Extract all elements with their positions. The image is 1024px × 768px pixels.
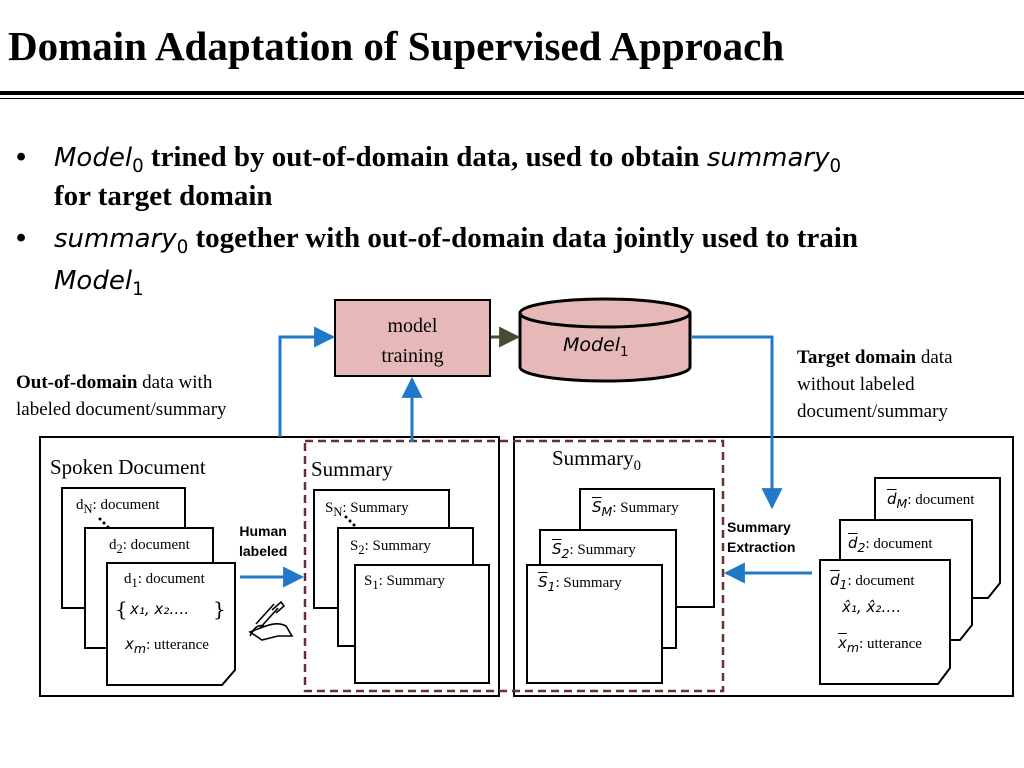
out-of-domain-label: Out-of-domain data with labeled document… [16, 372, 227, 420]
shat-m-label: SM: Summary [592, 498, 679, 519]
model-training-label: model training [381, 315, 444, 367]
dhat-1-label: d1: document [830, 571, 915, 592]
utterance-list-right: x̂₁, x̂₂…. [842, 598, 902, 616]
bullet-dot: • [16, 141, 27, 173]
doc-2-label: d2: document [109, 537, 190, 556]
human-labeled-label: Human labeled [239, 523, 288, 559]
bracket-close: } [213, 597, 226, 621]
target-domain-panel [513, 436, 1014, 697]
model0-math: Model0 [54, 143, 144, 178]
target-domain-label: Target domain data without labeled docum… [797, 347, 953, 422]
doc-n-label: dN: document [76, 497, 160, 516]
title-rule-thin [0, 98, 1024, 99]
summary-stack-left [313, 489, 490, 684]
summary0-stack [526, 488, 715, 684]
page-title: Domain Adaptation of Supervised Approach [8, 23, 785, 69]
bullet-dot: • [16, 222, 27, 254]
spoken-document-heading: Spoken Document [50, 455, 206, 479]
shat-1-label: S1: Summary [538, 573, 622, 594]
summary0-math: summary0 [706, 143, 842, 178]
model-training-box [334, 299, 491, 377]
sum-1-label: S1: Summary [364, 573, 445, 592]
document-stack-right [819, 477, 1001, 685]
hand-writing-icon [248, 600, 294, 641]
sum-2-label: S2: Summary [350, 538, 431, 557]
document-stack-left [61, 487, 236, 686]
sum-n-label: SN: Summary [325, 500, 409, 519]
summary0-heading: Summary0 [552, 446, 642, 475]
model1-math: Model1 [54, 266, 144, 301]
out-of-domain-panel [39, 436, 500, 697]
model-to-extraction-arrow [692, 335, 783, 510]
out-of-domain-to-training-arrow [278, 326, 336, 437]
utterance-xm-right: xm: utterance [838, 634, 922, 655]
dhat-2-label: d2: document [848, 534, 933, 555]
title-rule-thick [0, 91, 1024, 95]
dhat-m-label: dM: document [887, 490, 975, 511]
summary-heading: Summary [311, 457, 393, 481]
bracket-open: { [115, 597, 128, 621]
summary-extraction-label: Summary Extraction [727, 519, 796, 555]
ellipsis-dots [98, 515, 356, 529]
utterance-list-left: x₁, x₂…. [130, 600, 190, 618]
summary0-math: summary0 [54, 224, 189, 259]
doc-1-label: d1: document [124, 571, 205, 590]
utterance-xm-left: xm: utterance [125, 635, 209, 656]
bullet-2-text: together with out-of-domain data jointly… [188, 222, 858, 254]
bullet-1-text: trined by out-of-domain data, used to ob… [143, 141, 707, 173]
model1-database-icon [518, 297, 692, 383]
model1-label: Model1 [563, 334, 629, 360]
shat-2-label: S2: Summary [552, 540, 636, 561]
summary-dashed-box [303, 439, 725, 693]
